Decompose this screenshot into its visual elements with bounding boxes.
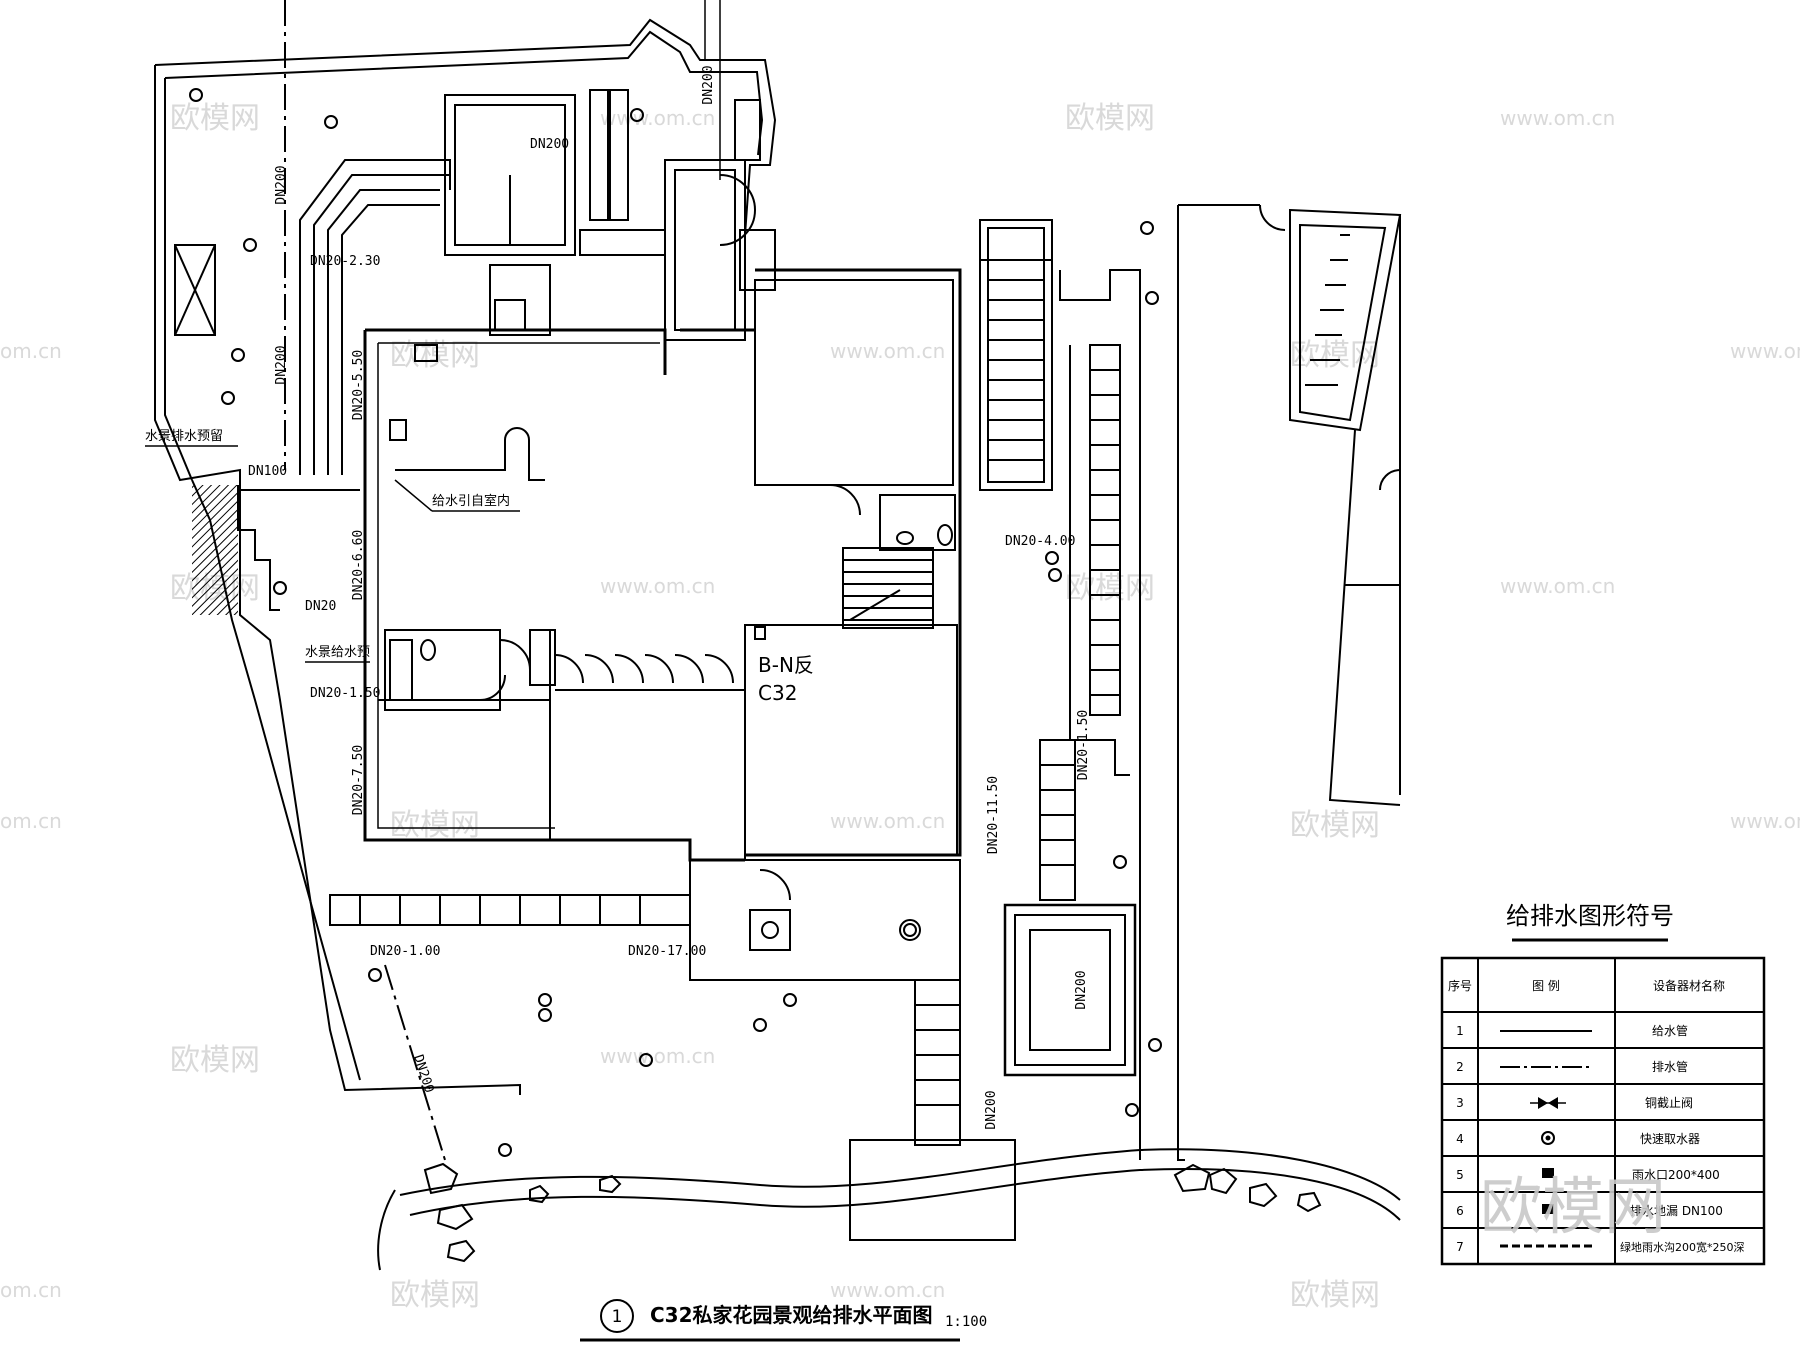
- watermark-url: www.om.cn: [600, 106, 715, 130]
- valve-icon: [1530, 1097, 1566, 1109]
- legend-row-name: 绿地雨水沟200宽*250深: [1620, 1240, 1745, 1254]
- watermark-layer: 欧模网 欧模网 欧模网 欧模网 欧模网 欧模网 欧模网 欧模网 欧模网 欧模网 …: [0, 101, 1800, 1313]
- pipe-label: DN20-2.30: [310, 254, 380, 269]
- watermark-url: www.om.cn: [1500, 574, 1615, 598]
- legend-title: 给排水图形符号: [1506, 902, 1674, 930]
- watermark-brand: 欧模网: [170, 101, 260, 136]
- east-strip: [979, 204, 1402, 1161]
- watermark-brand: 欧模网: [1065, 571, 1155, 606]
- floor-drain-icon: [1542, 1204, 1554, 1214]
- legend-row-no: 1: [1456, 1024, 1464, 1038]
- pipe-label: DN200: [1074, 970, 1089, 1009]
- drawing-title: 1 C32私家花园景观给排水平面图 1:100: [580, 1299, 987, 1342]
- rain-inlet-icon: [1542, 1168, 1554, 1178]
- watermark-brand: 欧模网: [390, 1278, 480, 1313]
- legend-row-no: 4: [1456, 1132, 1464, 1146]
- watermark-url: www.om.cn: [1730, 809, 1800, 833]
- pipe-label: DN20-11.50: [986, 776, 1001, 854]
- legend-row-name: 雨水口200*400: [1632, 1168, 1720, 1182]
- watermark-url: www.om.cn: [600, 1044, 715, 1068]
- building-code-label: C32: [758, 681, 797, 705]
- legend-header-no: 序号: [1448, 978, 1472, 993]
- pipe-label: DN20-1.50: [310, 686, 380, 701]
- watermark-url-partial: om.cn: [0, 809, 62, 833]
- pipe-wall-route: [239, 159, 451, 491]
- title-text: C32私家花园景观给排水平面图: [650, 1303, 933, 1327]
- site-boundary: [154, 0, 777, 1095]
- legend-row-no: 7: [1456, 1240, 1464, 1254]
- leader-lines: [145, 445, 520, 663]
- building-code-label: B-N反: [758, 653, 814, 677]
- rain-inlets: [174, 88, 1162, 1157]
- south-terrace: [329, 859, 1401, 1271]
- pipe-label: DN20: [305, 599, 336, 614]
- note-label: 水景给水预: [305, 645, 370, 660]
- legend-row-name: 给水管: [1652, 1023, 1688, 1038]
- legend-row-no: 5: [1456, 1168, 1464, 1182]
- pipe-label: DN20-5.50: [351, 350, 366, 420]
- watermark-url: www.om.cn: [1500, 106, 1615, 130]
- watermark-brand: 欧模网: [170, 1043, 260, 1078]
- pipe-label: DN20-1.50: [1076, 710, 1091, 780]
- quick-tap-icon: [1541, 1131, 1555, 1145]
- title-scale: 1:100: [945, 1314, 987, 1330]
- legend: 给排水图形符号 序号 图 例 设备器材名称 1 给水管 2 排水管 3 铜截止阀…: [1440, 902, 1766, 1266]
- pipe-label: DN20-6.60: [351, 530, 366, 600]
- title-number-circle: [600, 1299, 634, 1333]
- watermark-url: www.om.cn: [830, 809, 945, 833]
- note-label: 水景排水预留: [145, 429, 223, 444]
- pipe-label: DN200: [274, 165, 289, 204]
- legend-header-symbol: 图 例: [1532, 979, 1560, 993]
- legend-row-name: 排水管: [1652, 1059, 1688, 1074]
- legend-row-no: 3: [1456, 1096, 1464, 1110]
- watermark-url-partial: om.cn: [0, 1278, 62, 1302]
- legend-row-name: 快速取水器: [1640, 1132, 1700, 1146]
- pipe-label: DN200: [984, 1090, 999, 1129]
- pipe-label: DN20-17.00: [628, 944, 706, 959]
- watermark-url: www.om.cn: [1730, 339, 1800, 363]
- plan-labels: DN200 DN200 DN200 DN200 DN200 DN200 DN20…: [145, 65, 1091, 1129]
- watermark-brand-large: 欧模网: [1480, 1170, 1666, 1243]
- legend-row-name: 排水地漏 DN100: [1630, 1204, 1723, 1218]
- upper-pavilion: [444, 89, 776, 341]
- watermark-url: www.om.cn: [830, 339, 945, 363]
- watermark-brand: 欧模网: [390, 808, 480, 843]
- pipe-label: DN200: [530, 137, 569, 152]
- watermark-url: www.om.cn: [600, 574, 715, 598]
- watermark-url-partial: om.cn: [0, 339, 62, 363]
- legend-row-name: 铜截止阀: [1645, 1095, 1693, 1110]
- legend-header-name: 设备器材名称: [1653, 978, 1725, 993]
- legend-row-no: 2: [1456, 1060, 1464, 1074]
- watermark-brand: 欧模网: [1290, 1278, 1380, 1313]
- title-number: 1: [612, 1307, 623, 1327]
- main-house: [363, 268, 962, 901]
- pipe-label: DN200: [701, 65, 716, 104]
- pipe-label: DN200: [274, 345, 289, 384]
- watermark-brand: 欧模网: [1065, 101, 1155, 136]
- note-label: 给水引自室内: [432, 493, 510, 509]
- pipe-label: DN20-7.50: [351, 745, 366, 815]
- pipe-label: DN20-4.00: [1005, 534, 1075, 549]
- watermark-url: www.om.cn: [830, 1278, 945, 1302]
- legend-row-no: 6: [1456, 1204, 1464, 1218]
- watermark-brand: 欧模网: [1290, 338, 1380, 373]
- pipe-label: DN100: [248, 464, 287, 479]
- watermark-brand: 欧模网: [1290, 808, 1380, 843]
- pipe-label: DN20-1.00: [370, 944, 440, 959]
- watermark-brand: 欧模网: [390, 338, 480, 373]
